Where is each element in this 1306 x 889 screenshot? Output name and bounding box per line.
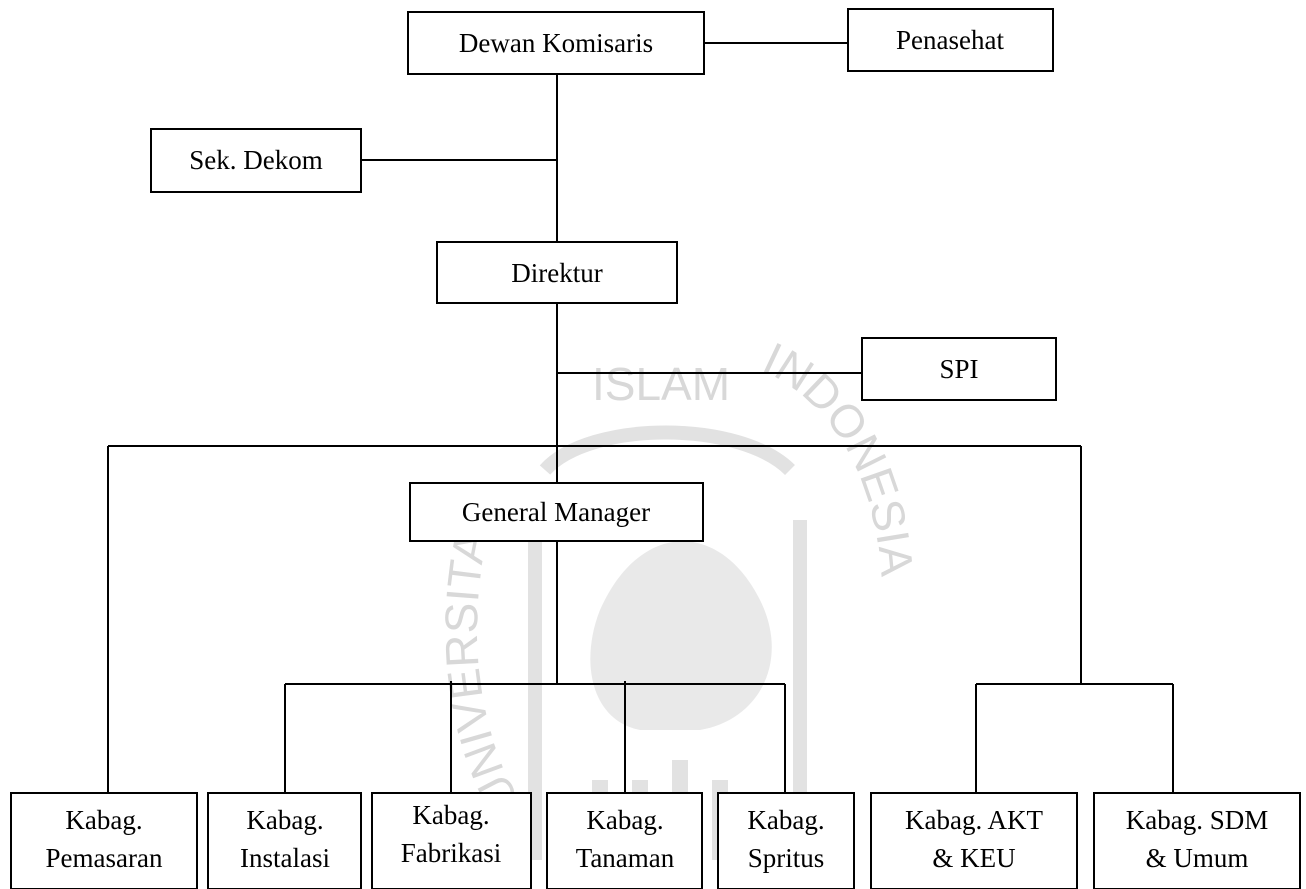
- box-label-line-2: & KEU: [932, 843, 1015, 873]
- box-kabag-tanaman: Kabag. Tanaman: [546, 792, 703, 889]
- box-kabag-sdm-umum: Kabag. SDM & Umum: [1093, 792, 1301, 889]
- watermark-left-text: UNIVERSITAS: [435, 495, 528, 820]
- box-general-manager: General Manager: [409, 482, 704, 542]
- box-kabag-pemasaran: Kabag. Pemasaran: [10, 792, 198, 889]
- box-label-line-1: Kabag. AKT: [905, 805, 1043, 835]
- watermark-crest-dot: [654, 594, 690, 630]
- box-label: Penasehat: [896, 25, 1004, 55]
- box-kabag-spritus: Kabag. Spritus: [717, 792, 855, 889]
- box-label: SPI: [939, 354, 978, 384]
- box-label-line-1: Kabag.: [65, 805, 142, 835]
- box-label-line-1: Kabag.: [412, 800, 489, 830]
- box-penasehat: Penasehat: [847, 8, 1054, 72]
- box-label-line-2: Fabrikasi: [401, 838, 502, 868]
- box-kabag-akt-keu: Kabag. AKT & KEU: [870, 792, 1078, 889]
- watermark-crest-shape: [590, 541, 772, 730]
- box-dewan-komisaris: Dewan Komisaris: [407, 11, 705, 75]
- box-label-line-1: Kabag. SDM: [1126, 805, 1269, 835]
- watermark-top-text: ISLAM: [592, 358, 730, 410]
- box-label-line-2: Spritus: [748, 843, 825, 873]
- box-label-line-2: & Umum: [1146, 843, 1249, 873]
- box-direktur: Direktur: [436, 241, 678, 304]
- box-sek-dekom: Sek. Dekom: [150, 128, 362, 193]
- box-kabag-fabrikasi: Kabag. Fabrikasi: [371, 792, 532, 889]
- box-label-line-2: Tanaman: [576, 843, 675, 873]
- box-label-line-1: Kabag.: [586, 805, 663, 835]
- box-label: General Manager: [462, 497, 650, 527]
- box-label: Direktur: [511, 258, 602, 288]
- box-label-line-1: Kabag.: [747, 805, 824, 835]
- box-label-line-2: Pemasaran: [46, 843, 163, 873]
- box-label-line-2: Instalasi: [240, 843, 330, 873]
- box-label: Sek. Dekom: [189, 145, 322, 175]
- box-spi: SPI: [861, 337, 1057, 401]
- connectors: [107, 42, 1174, 793]
- box-kabag-instalasi: Kabag. Instalasi: [207, 792, 362, 889]
- box-label: Dewan Komisaris: [459, 28, 653, 58]
- box-label-line-1: Kabag.: [246, 805, 323, 835]
- watermark: ISLAM UNIVERSITAS INDONESIA: [435, 332, 923, 860]
